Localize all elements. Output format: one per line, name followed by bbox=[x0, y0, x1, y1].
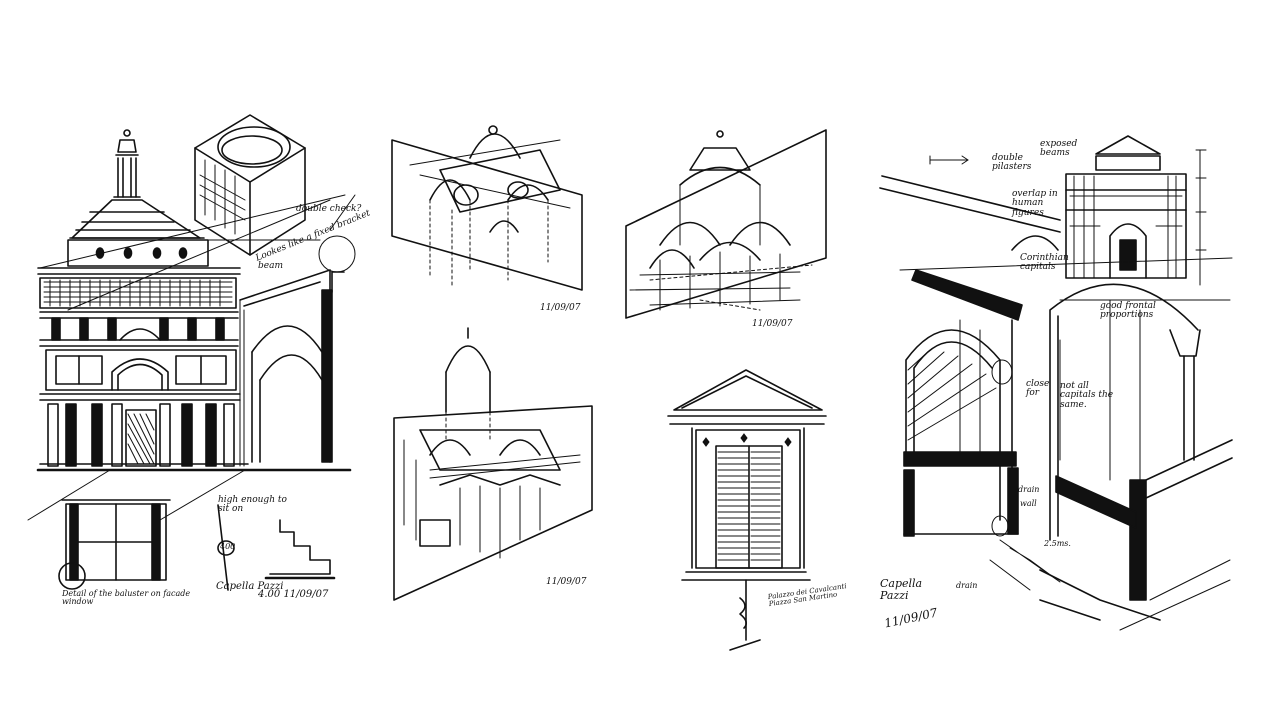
date-sketch-3-top: 11/09/07 bbox=[752, 319, 793, 329]
note-exposed-beams: exposed beams bbox=[1040, 139, 1078, 159]
note-drain-2: drain bbox=[956, 581, 978, 590]
note-overlap: overlap in human figures bbox=[1012, 189, 1058, 218]
note-close-for: close for bbox=[1026, 379, 1050, 399]
note-dimension: 400 bbox=[220, 542, 236, 551]
note-capitals-same: not all capitals the same. bbox=[1060, 381, 1114, 410]
note-drain: drain bbox=[1018, 485, 1040, 494]
note-sit-on: high enough to sit on bbox=[218, 495, 287, 515]
date-sketch-2-bottom: 11/09/07 bbox=[546, 577, 587, 587]
note-place-1: Capella Pazzi bbox=[216, 581, 284, 592]
note-beam: beam bbox=[258, 261, 283, 271]
note-place-4: Capella Pazzi bbox=[880, 577, 923, 602]
note-dimension-2: 2.5ms. bbox=[1044, 539, 1071, 548]
note-capitals: Corinthian capitals bbox=[1020, 253, 1069, 273]
date-sketch-2-top: 11/09/07 bbox=[540, 303, 581, 313]
note-double-pilasters: double pilasters bbox=[992, 153, 1032, 173]
note-double-check: double check? bbox=[296, 204, 362, 214]
date-sketch-1: 4.00 11/09/07 bbox=[258, 589, 329, 600]
note-wall: wall bbox=[1020, 499, 1037, 508]
note-window-detail: Detail of the baluster on facade window bbox=[62, 589, 191, 607]
note-proportion: good frontal proportions bbox=[1100, 301, 1156, 321]
